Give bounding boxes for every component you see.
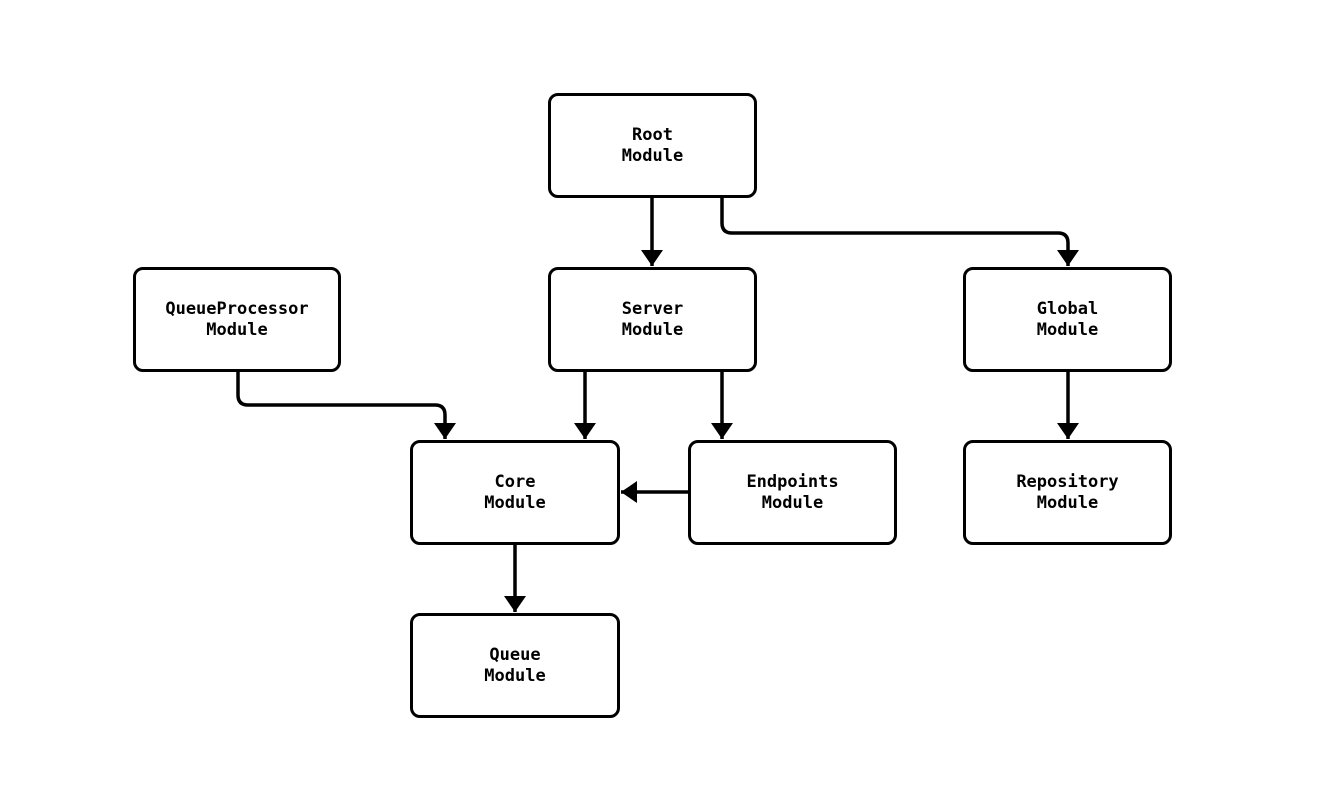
node-label-core: Core Module [484,471,546,513]
arrowhead-core-to-queue [504,596,526,612]
arrowhead-root-to-server [641,250,663,266]
node-repository: Repository Module [963,440,1172,545]
arrowhead-root-to-global [1057,250,1079,266]
arrowhead-endpoints-to-core [621,481,637,503]
node-label-queue: Queue Module [484,644,546,686]
edge-queueprocessor-to-core [236,372,447,439]
node-endpoints: Endpoints Module [688,440,897,545]
node-queueprocessor: QueueProcessor Module [133,267,341,372]
node-queue: Queue Module [410,613,620,718]
arrowhead-global-to-repository [1057,423,1079,439]
arrowhead-server-to-core [574,423,596,439]
edge-root-to-global [720,198,1070,266]
node-label-queueprocessor: QueueProcessor Module [165,298,309,340]
node-global: Global Module [963,267,1172,372]
node-label-endpoints: Endpoints Module [746,471,839,513]
arrowhead-queueprocessor-to-core [434,423,456,439]
arrowhead-server-to-endpoints [711,423,733,439]
node-label-server: Server Module [621,298,684,340]
node-root: Root Module [548,93,757,198]
node-server: Server Module [548,267,757,372]
node-label-global: Global Module [1036,298,1099,340]
node-label-root: Root Module [621,124,684,166]
node-label-repository: Repository Module [1016,471,1119,513]
node-core: Core Module [410,440,620,545]
